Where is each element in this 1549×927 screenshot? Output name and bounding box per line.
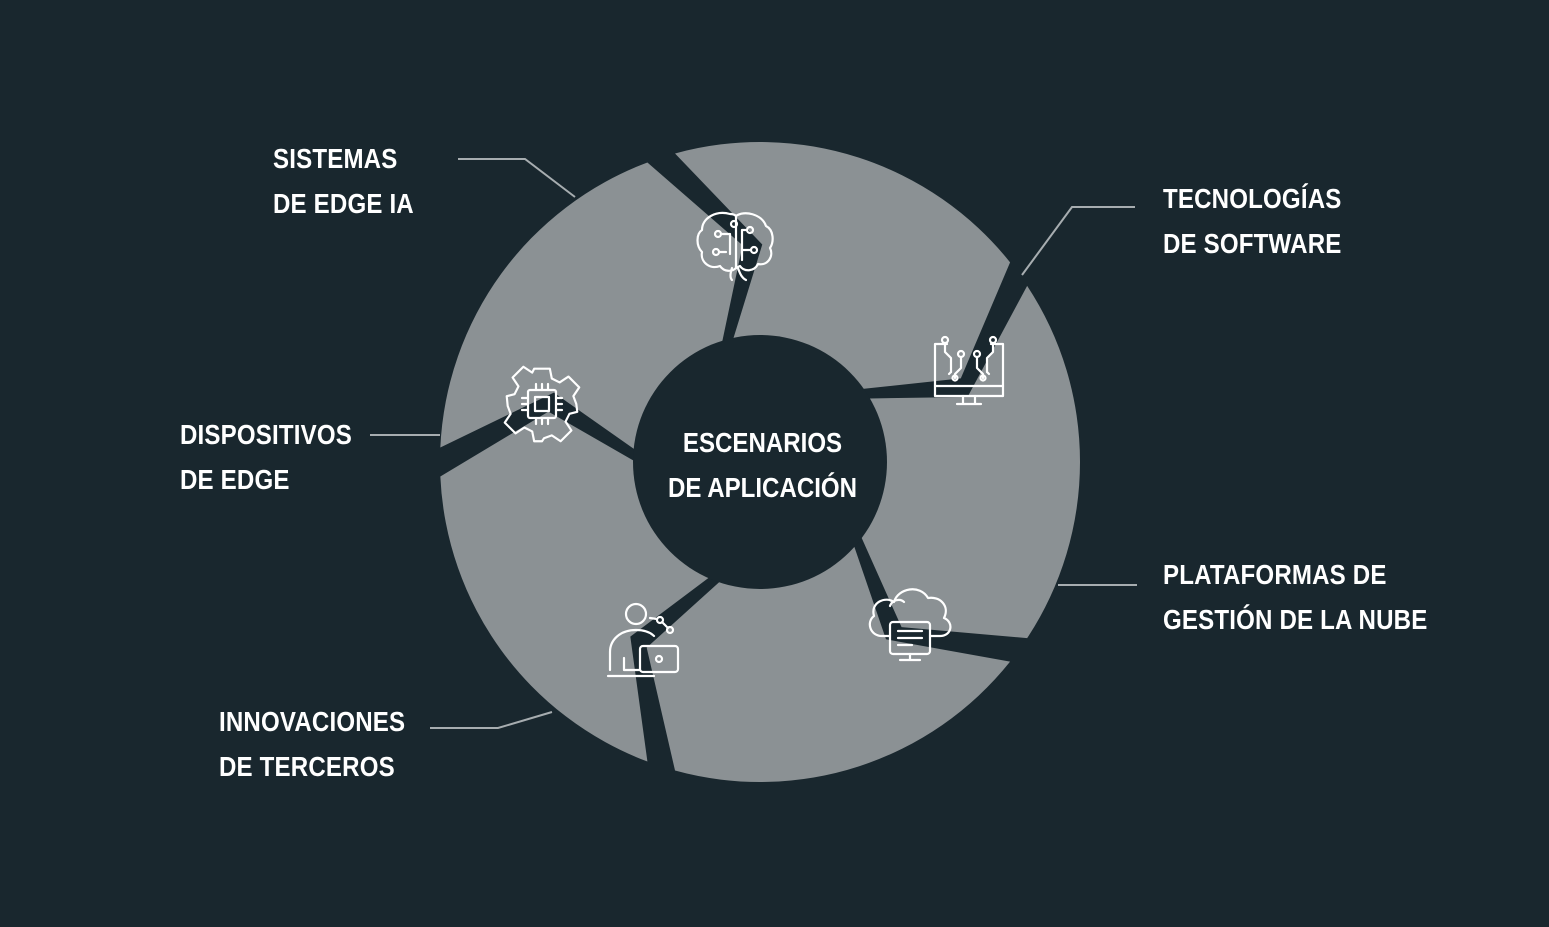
- segment-edge-ia: [675, 142, 1011, 391]
- center-label-line1: ESCENARIOS: [682, 427, 843, 458]
- label-third-party-line2: DE TERCEROS: [219, 751, 395, 782]
- label-software-line1: TECNOLOGÍAS: [1163, 183, 1342, 214]
- label-cloud-line2: GESTIÓN DE LA NUBE: [1163, 604, 1428, 635]
- user-laptop-icon: [606, 602, 680, 678]
- label-software: TECNOLOGÍAS DE SOFTWARE: [1163, 176, 1341, 266]
- connector-edge-ia: [458, 158, 576, 198]
- center-circle: [633, 335, 887, 589]
- label-third-party-line1: INNOVACIONES: [219, 706, 406, 737]
- cloud-server-icon: [868, 588, 952, 662]
- circuit-monitor-icon: [933, 335, 1005, 406]
- label-devices-line2: DE EDGE: [180, 464, 290, 495]
- label-edge-ia: SISTEMAS DE EDGE IA: [273, 136, 414, 226]
- center-label: ESCENARIOS DE APLICACIÓN: [640, 420, 885, 510]
- label-third-party: INNOVACIONES DE TERCEROS: [219, 699, 405, 789]
- connector-software: [1021, 206, 1135, 276]
- connector-third-party: [430, 711, 553, 729]
- gear-chip-icon: [503, 365, 581, 443]
- label-cloud-line1: PLATAFORMAS DE: [1163, 559, 1387, 590]
- label-software-line2: DE SOFTWARE: [1163, 228, 1342, 259]
- label-devices-line1: DISPOSITIVOS: [180, 419, 352, 450]
- brain-icon: [696, 211, 774, 282]
- label-devices: DISPOSITIVOS DE EDGE: [180, 412, 352, 502]
- label-edge-ia-line2: DE EDGE IA: [273, 188, 414, 219]
- label-cloud: PLATAFORMAS DE GESTIÓN DE LA NUBE: [1163, 552, 1427, 642]
- segment-software: [856, 285, 1081, 639]
- center-label-line2: DE APLICACIÓN: [667, 472, 858, 503]
- segment-cloud: [646, 533, 1011, 783]
- label-edge-ia-line1: SISTEMAS: [273, 143, 398, 174]
